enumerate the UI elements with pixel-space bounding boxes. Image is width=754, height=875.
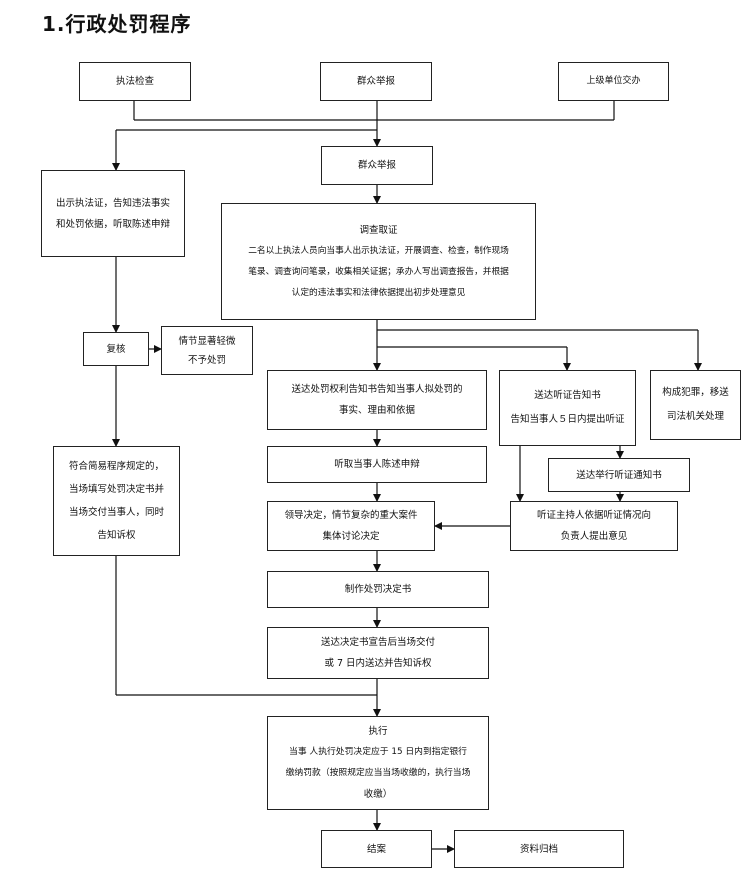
- box-qunzhong-jubao-mid-text: 群众举报: [357, 160, 396, 171]
- box-qingjie-line-2: 不予处罚: [187, 354, 226, 366]
- box-qunzhong-jubao-top: 群众举报: [320, 62, 432, 101]
- box-ziliao: 资料归档: [454, 830, 624, 868]
- box-jiean: 结案: [321, 830, 432, 868]
- box-lingdao: 领导决定，情节复杂的重大案件 集体讨论决定: [267, 501, 435, 551]
- box-qingjie: 情节显著轻微 不予处罚: [161, 326, 253, 375]
- box-songda-juxing-text: 送达举行听证通知书: [576, 469, 662, 481]
- box-chushi-line-2: 和处罚依据，听取陈述申辩: [55, 218, 170, 230]
- box-tingqu-text: 听取当事人陈述申辩: [334, 459, 420, 470]
- box-songda-juxing: 送达举行听证通知书: [548, 458, 690, 492]
- box-diaocha-line-1: 调查取证: [359, 224, 398, 236]
- box-songda-tingzheng-line-1: 送达听证告知书: [534, 390, 601, 401]
- box-zhizuo: 制作处罚决定书: [267, 571, 489, 608]
- page-title: 1.行政处罚程序: [42, 12, 192, 36]
- box-fuhe: 复核: [83, 332, 149, 366]
- box-diaocha-line-4: 认定的违法事实和法律依据提出初步处理意见: [291, 287, 466, 298]
- box-goucheng-line-2: 司法机关处理: [666, 411, 724, 422]
- box-zhifa-jiancha-text: 执法检查: [115, 76, 154, 87]
- box-songda-tingzheng: 送达听证告知书 告知当事人５日内提出听证: [499, 370, 636, 446]
- box-zhixing-line-2: 当事 人执行处罚决定应于 15 日内到指定银行: [289, 747, 467, 757]
- box-zhizuo-text: 制作处罚决定书: [344, 584, 412, 595]
- box-tingzheng-zhuchi-line-1: 听证主持人依据听证情况向: [536, 510, 651, 521]
- box-songda-jueding-line-1: 送达决定书宣告后当场交付: [320, 637, 435, 648]
- box-lingdao-line-2: 集体讨论决定: [322, 531, 380, 542]
- box-jianyi-line-4: 告知诉权: [97, 530, 136, 541]
- box-goucheng-line-1: 构成犯罪，移送: [662, 387, 729, 398]
- box-tingzheng-zhuchi-line-2: 负责人提出意见: [560, 531, 628, 542]
- box-jianyi: 符合简易程序规定的， 当场填写处罚决定书并 当场交付当事人，同时 告知诉权: [53, 446, 180, 556]
- box-zhixing-line-4: 收缴）: [363, 789, 393, 800]
- box-ziliao-text: 资料归档: [519, 843, 558, 855]
- box-tingqu: 听取当事人陈述申辩: [267, 446, 487, 483]
- box-goucheng: 构成犯罪，移送 司法机关处理: [650, 370, 741, 440]
- box-shangji-jiaoban-text: 上级单位交办: [586, 76, 641, 86]
- box-chushi-line-1: 出示执法证，告知违法事实: [55, 197, 170, 209]
- box-songda-jueding: 送达决定书宣告后当场交付 或 7 日内送达并告知诉权: [267, 627, 489, 679]
- box-songda-quanli-line-1: 送达处罚权利告知书告知当事人拟处罚的: [291, 384, 463, 395]
- box-zhixing: 执行 当事 人执行处罚决定应于 15 日内到指定银行 缴纳罚款（按照规定应当当场…: [267, 716, 489, 810]
- box-lingdao-line-1: 领导决定，情节复杂的重大案件: [284, 510, 418, 521]
- box-zhixing-line-3: 缴纳罚款（按照规定应当当场收缴的，执行当场: [285, 768, 471, 778]
- box-tingzheng-zhuchi: 听证主持人依据听证情况向 负责人提出意见: [510, 501, 678, 551]
- box-qunzhong-jubao-top-text: 群众举报: [356, 76, 395, 87]
- box-jiean-text: 结案: [366, 843, 386, 855]
- box-qingjie-line-1: 情节显著轻微: [178, 335, 236, 347]
- box-diaocha: 调查取证 二名以上执法人员向当事人出示执法证，开展调查、检查，制作现场 笔录、调…: [221, 203, 536, 320]
- box-songda-tingzheng-line-2: 告知当事人５日内提出听证: [510, 414, 625, 425]
- box-songda-quanli-line-2: 事实、理由和依据: [338, 405, 415, 416]
- box-zhifa-jiancha: 执法检查: [79, 62, 191, 101]
- box-jianyi-line-1: 符合简易程序规定的，: [68, 461, 164, 472]
- box-songda-quanli: 送达处罚权利告知书告知当事人拟处罚的 事实、理由和依据: [267, 370, 487, 430]
- box-jianyi-line-3: 当场交付当事人，同时: [68, 507, 164, 518]
- box-qunzhong-jubao-mid: 群众举报: [321, 146, 433, 185]
- box-jianyi-line-2: 当场填写处罚决定书并: [68, 484, 164, 495]
- box-shangji-jiaoban: 上级单位交办: [558, 62, 669, 101]
- box-diaocha-line-2: 二名以上执法人员向当事人出示执法证，开展调查、检查，制作现场: [248, 245, 509, 256]
- box-diaocha-line-3: 笔录、调查询问笔录，收集相关证据；承办人写出调查报告，并根据: [248, 266, 509, 277]
- box-fuhe-text: 复核: [106, 343, 126, 355]
- box-zhixing-line-1: 执行: [368, 726, 388, 737]
- box-chushi: 出示执法证，告知违法事实 和处罚依据，听取陈述申辩: [41, 170, 185, 257]
- box-songda-jueding-line-2: 或 7 日内送达并告知诉权: [324, 658, 432, 669]
